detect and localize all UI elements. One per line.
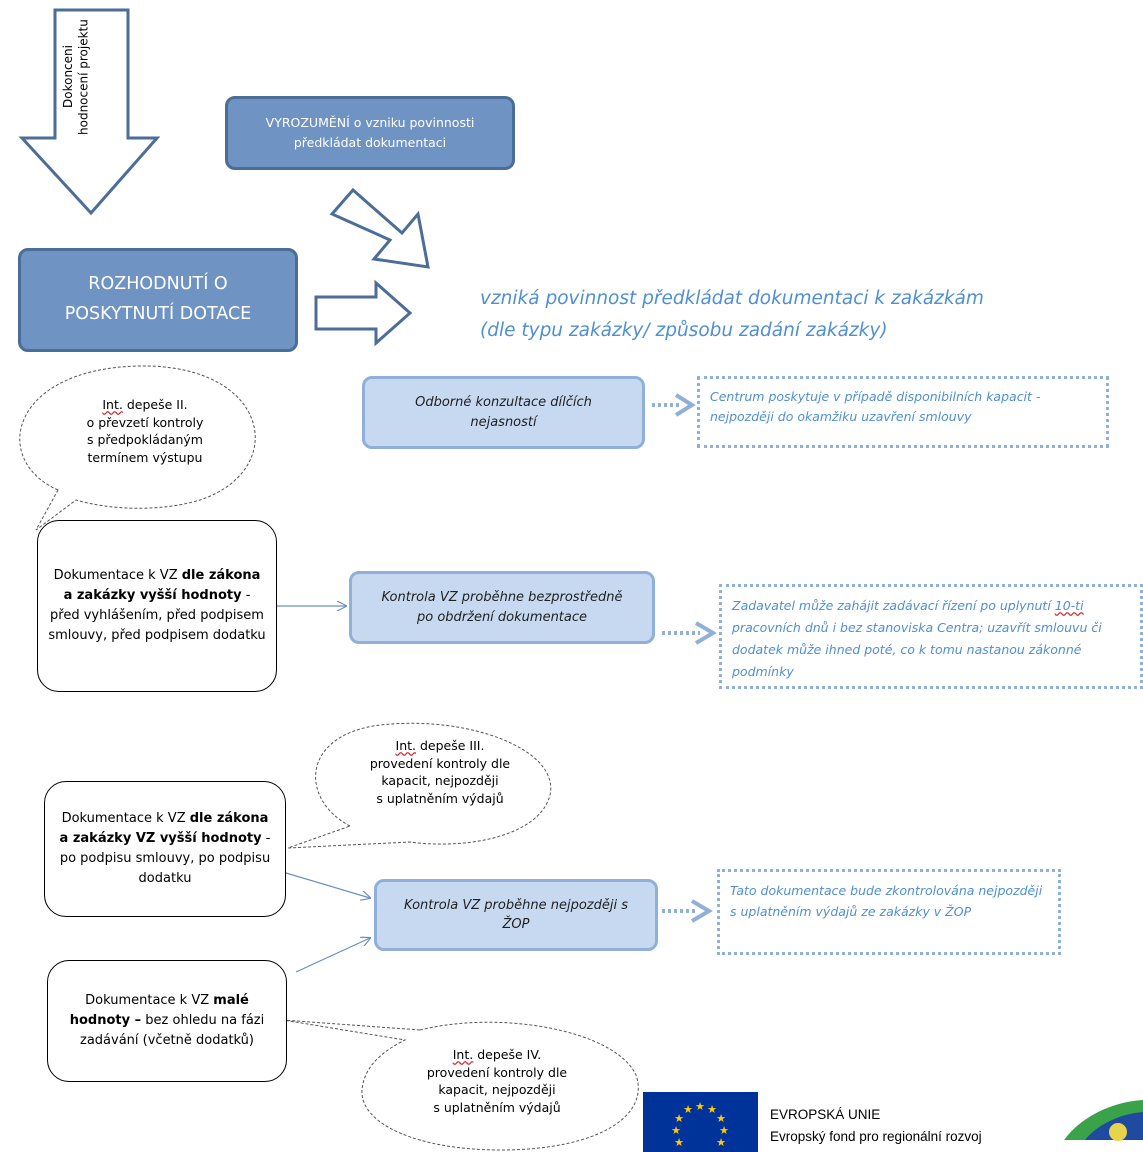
- doc3-bold: malé hodnoty –: [69, 992, 249, 1028]
- start-arrow-label: Dokonceni hodnocení projektu: [61, 18, 121, 136]
- decision-box: ROZHODNUTÍ O POSKYTNUTÍ DOTACE: [18, 248, 298, 352]
- control-immediate-text: Kontrola VZ proběhne bezprostředně po ob…: [381, 590, 623, 625]
- bubble-3-line3: kapacit, nejpozději: [381, 773, 499, 788]
- consultation-text: Odborné konzultace dílčích nejasností: [415, 395, 592, 430]
- control1-note-b: pracovních dnů i bez stanoviska Centra; …: [732, 619, 1102, 679]
- dotted-arrow-1: [652, 393, 696, 417]
- bubble-2-title: depeše II.: [122, 397, 188, 412]
- decision-line2: POSKYTNUTÍ DOTACE: [64, 304, 252, 324]
- document-before-box: Dokumentace k VZ dle zákona a zakázky vy…: [37, 520, 277, 692]
- bubble-3-line4: s uplatněním výdajů: [376, 790, 504, 806]
- operational-programme-logo: [1064, 1100, 1143, 1141]
- control-immediate-note: Zadavatel může zahájit zadávací řízení p…: [719, 584, 1143, 689]
- bubble-2-int: Int.: [102, 397, 123, 412]
- document-small-value-box: Dokumentace k VZ malé hodnoty – bez ohle…: [47, 960, 287, 1082]
- start-arrow-line1: Dokonceni: [61, 45, 75, 109]
- doc2-bold: dle zákona a zakázky VZ vyšší hodnoty: [59, 810, 269, 846]
- doc1-prefix: Dokumentace k VZ: [53, 567, 182, 583]
- svg-text:★: ★: [674, 1136, 684, 1149]
- eu-title: EVROPSKÁ UNIE: [770, 1107, 881, 1122]
- connector-doc3-to-control2: [295, 938, 370, 973]
- right-block-arrow: [314, 279, 413, 347]
- eu-text: EVROPSKÁ UNIE Evropský fond pro regionál…: [770, 1104, 982, 1147]
- bubble-4-title: depeše IV.: [473, 1047, 542, 1062]
- decision-line1: ROZHODNUTÍ O: [88, 274, 228, 295]
- callout-bubble-3: [287, 722, 552, 849]
- svg-text:★: ★: [695, 1100, 705, 1113]
- bubble-4-text: Int. depeše IV. provedení kontroly dle k…: [412, 1046, 582, 1116]
- bubble-3-line2: provedení kontroly dle: [369, 755, 511, 771]
- bubble-2-line3: s předpokládaným: [87, 432, 203, 447]
- doc1-bold: dle zákona a zakázky vyšší hodnoty: [63, 567, 261, 603]
- diagonal-block-arrow: [329, 187, 430, 269]
- consultation-note: Centrum poskytuje v případě disponibilní…: [697, 376, 1109, 448]
- dotted-arrow-3: [662, 899, 713, 923]
- document-after-box: Dokumentace k VZ dle zákona a zakázky VZ…: [44, 781, 286, 917]
- document-small-value-text: Dokumentace k VZ malé hodnoty – bez ohle…: [58, 991, 276, 1051]
- doc3-prefix: Dokumentace k VZ: [85, 992, 214, 1008]
- control-zop-text: Kontrola VZ proběhne nejpozději s ŽOP: [404, 897, 628, 933]
- doc2-suffix: - po podpisu smlouvy, po podpisu dodatku: [59, 830, 271, 887]
- document-before-text: Dokumentace k VZ dle zákona a zakázky vy…: [48, 566, 266, 647]
- bubble-3-title: depeše III.: [416, 738, 485, 753]
- control-zop-note: Tato dokumentace bude zkontrolována nejp…: [717, 869, 1061, 955]
- svg-text:★: ★: [716, 1136, 726, 1149]
- control-zop-box: Kontrola VZ proběhne nejpozději s ŽOP: [374, 879, 658, 951]
- bubble-4-int: Int.: [452, 1047, 474, 1062]
- connector-doc2-to-control2: [285, 872, 370, 898]
- obligation-line2: (dle typu zakázky/ způsobu zadání zakázk…: [480, 320, 888, 342]
- doc2-prefix: Dokumentace k VZ: [61, 810, 190, 826]
- notice-line2: předkládat dokumentaci: [293, 135, 447, 150]
- bubble-4-line3: kapacit, nejpozději: [438, 1082, 556, 1097]
- doc3-suffix: bez ohledu na fázi zadávání (včetně doda…: [80, 1012, 265, 1049]
- bubble-2-line2: o převzetí kontroly: [86, 414, 204, 430]
- bubble-2-text: Int. depeše II. o převzetí kontroly s př…: [60, 396, 230, 466]
- obligation-text: vzniká povinnost předkládat dokumentaci …: [480, 283, 1120, 348]
- notice-line1: VYROZUMĚNÍ o vzniku povinnosti: [265, 115, 475, 130]
- start-down-arrow: [18, 8, 161, 216]
- control1-note-underlined: 10-ti: [1054, 598, 1084, 613]
- bubble-4-line4: s uplatněním výdajů: [433, 1099, 561, 1115]
- svg-text:★: ★: [683, 1103, 693, 1116]
- svg-text:★: ★: [671, 1124, 681, 1137]
- svg-text:★: ★: [674, 1112, 684, 1125]
- eu-fund: Evropský fond pro regionální rozvoj: [770, 1128, 982, 1144]
- svg-text:★: ★: [707, 1103, 717, 1116]
- control1-note-a: Zadavatel může zahájit zadávací řízení p…: [732, 598, 1055, 613]
- control-zop-note-text: Tato dokumentace bude zkontrolována nejp…: [730, 883, 1043, 920]
- consultation-box: Odborné konzultace dílčích nejasností: [362, 376, 645, 449]
- bubble-3-int: Int.: [395, 738, 417, 753]
- bubble-2-line4: termínem výstupu: [87, 449, 203, 465]
- bubble-4-line2: provedení kontroly dle: [426, 1064, 568, 1080]
- callout-bubble-4-outline: [282, 1019, 639, 1151]
- control-immediate-box: Kontrola VZ proběhne bezprostředně po ob…: [349, 571, 655, 644]
- start-arrow-line2: hodnocení projektu: [76, 19, 91, 135]
- svg-text:★: ★: [719, 1124, 729, 1137]
- callout-bubble-2: [19, 365, 256, 531]
- bubble-3-text: Int. depeše III. provedení kontroly dle …: [355, 737, 525, 807]
- dotted-arrow-2: [662, 621, 717, 645]
- document-after-text: Dokumentace k VZ dle zákona a zakázky VZ…: [55, 809, 275, 890]
- svg-text:★: ★: [716, 1112, 726, 1125]
- obligation-line1: vzniká povinnost předkládat dokumentaci …: [480, 288, 984, 309]
- doc1-suffix: - před vyhlášením, před podpisem smlouvy…: [48, 587, 266, 644]
- eu-flag-logo: ★ ★ ★ ★ ★ ★ ★ ★ ★: [643, 1092, 758, 1152]
- notice-box: VYROZUMĚNÍ o vzniku povinnosti předkláda…: [225, 96, 515, 170]
- consultation-note-text: Centrum poskytuje v případě disponibilní…: [710, 389, 1041, 424]
